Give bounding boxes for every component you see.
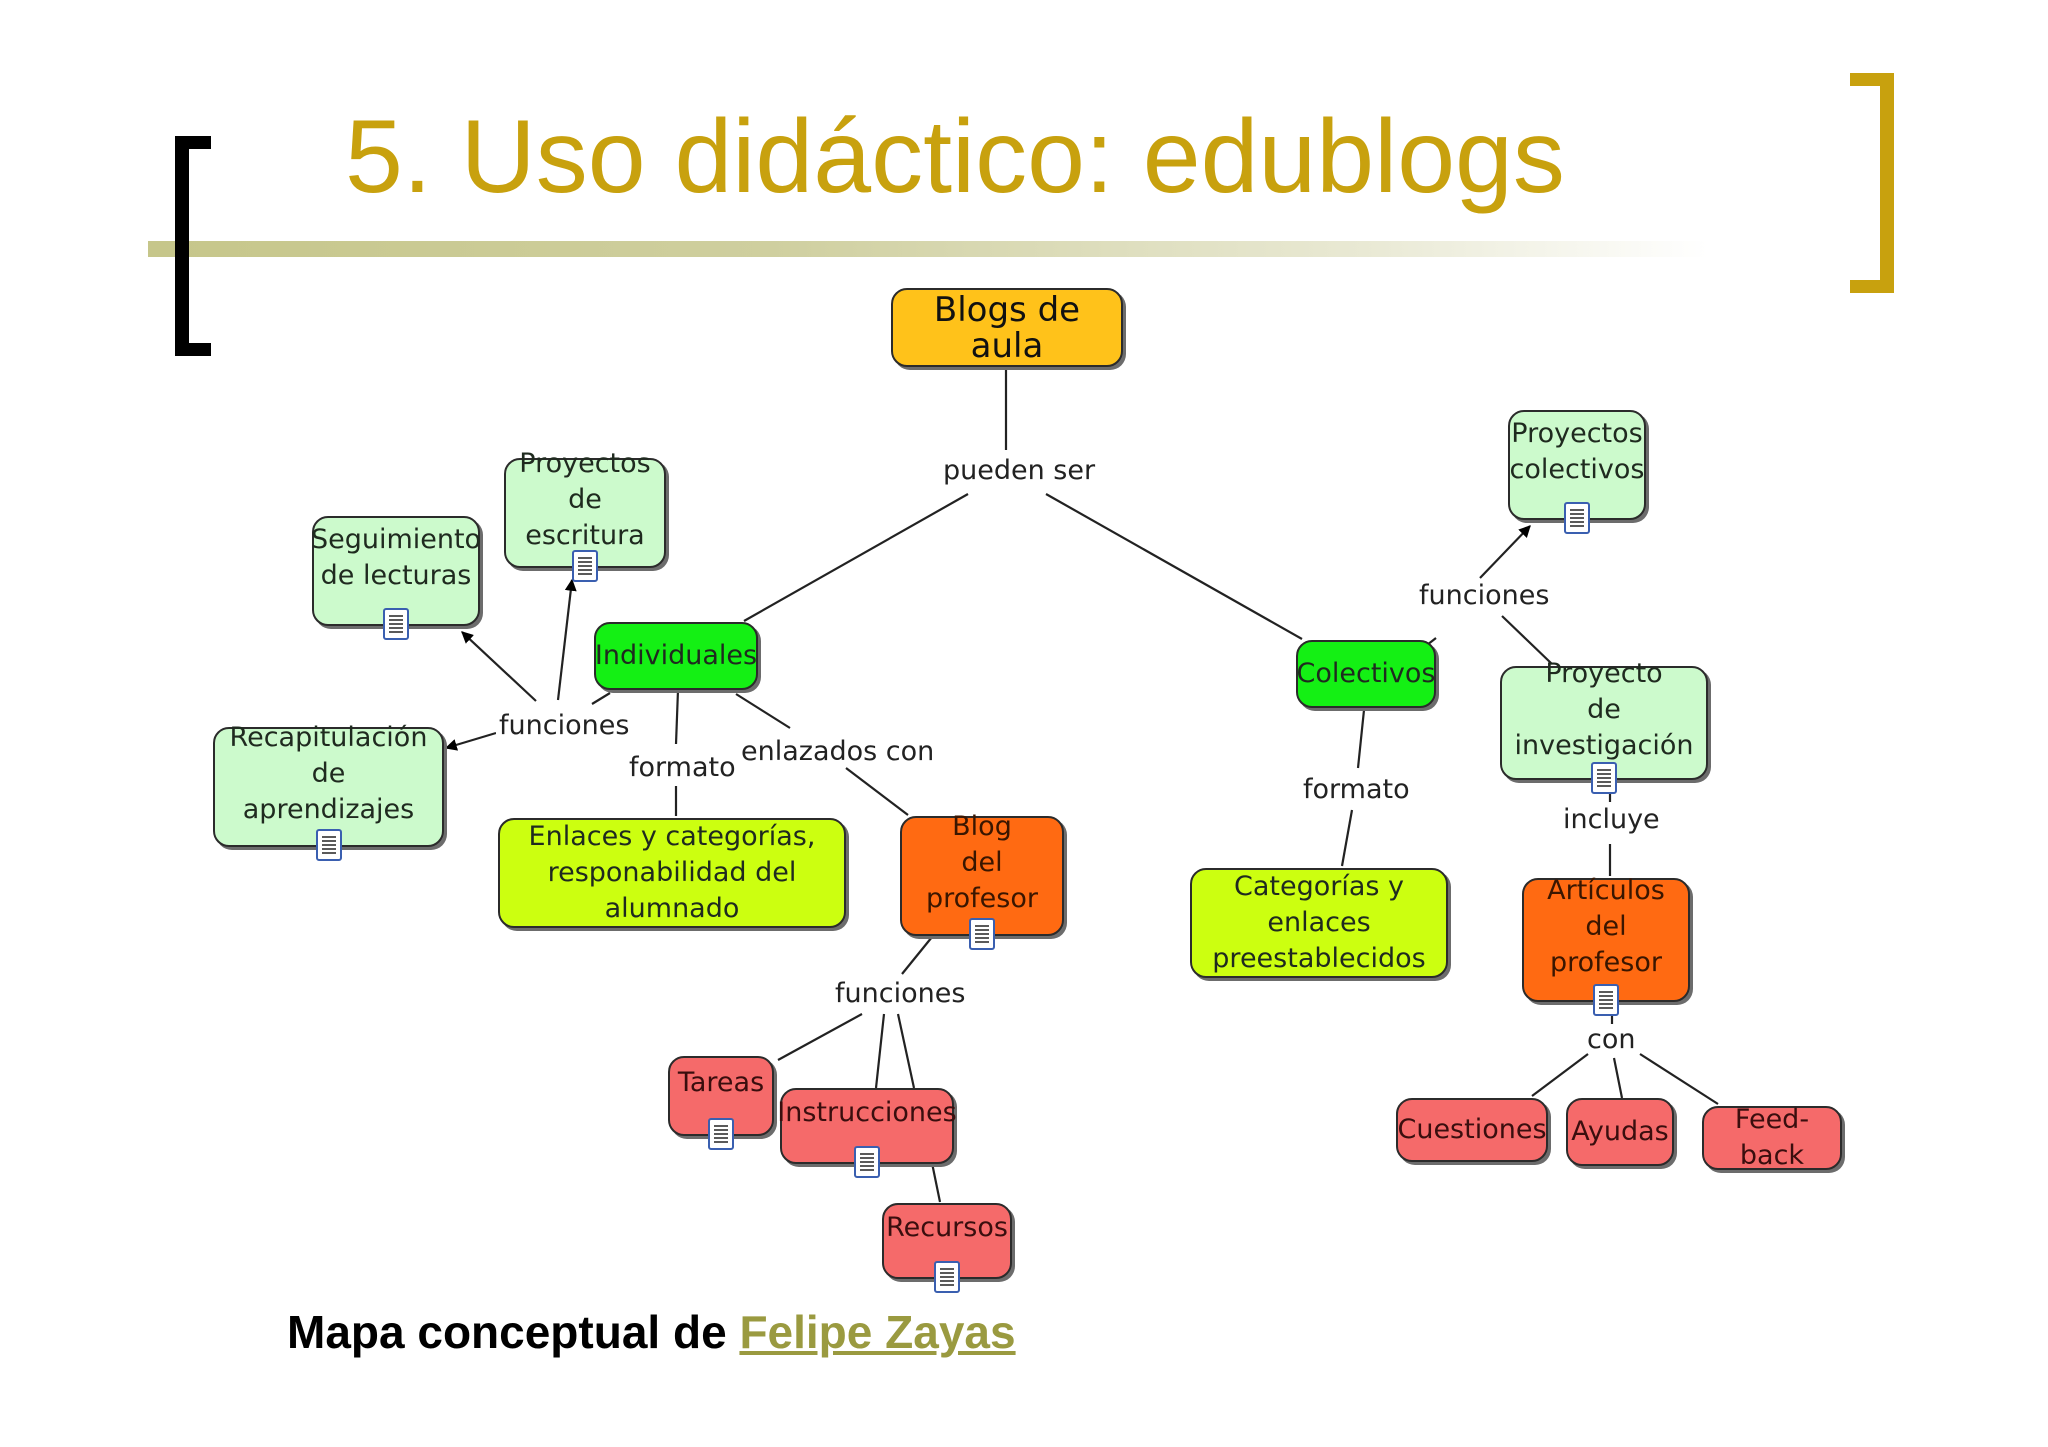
node-colectivos: Colectivos [1296, 640, 1436, 708]
caption-prefix: Mapa conceptual de [287, 1306, 740, 1358]
connector-con-ayudas [1612, 1057, 1624, 1099]
link-label-con: con [1584, 1026, 1639, 1053]
arrow-funciones-recapitulacion [444, 731, 497, 751]
document-icon[interactable] [383, 608, 409, 640]
connector-colectivos-formato [1356, 709, 1366, 769]
connector-instrucciones-recursos [930, 1162, 942, 1203]
connector-formato-categorias [1340, 809, 1354, 867]
node-enlaces-categorias: Enlaces y categorías, responabilidad del… [498, 818, 846, 928]
node-individuales: Individuales [594, 622, 758, 690]
connector-pueden-ser-individuales [743, 493, 969, 622]
connector-funciones-proyecto-investigacion [1501, 615, 1553, 665]
node-categorias-enlaces: Categorías y enlaces preestablecidos [1190, 868, 1448, 978]
link-label-funciones-blog-profesor: funciones [832, 980, 969, 1007]
link-label-incluye: incluye [1560, 806, 1663, 833]
connector-funciones-tareas [777, 1013, 863, 1061]
author-link[interactable]: Felipe Zayas [739, 1306, 1016, 1358]
map-caption: Mapa conceptual de Felipe Zayas [287, 1305, 1016, 1359]
connector-pueden-ser-colectivos [1045, 493, 1303, 640]
link-label-enlazados-con: enlazados con [738, 738, 938, 765]
left-bracket-decoration [175, 136, 211, 356]
node-blogs-de-aula: Blogs de aula [891, 288, 1123, 367]
node-proyectos-colectivos: Proyectos colectivos [1508, 410, 1646, 534]
link-label-funciones: funciones [496, 712, 633, 739]
arrow-funciones-seguimiento [461, 631, 537, 702]
document-icon[interactable] [708, 1118, 734, 1150]
node-articulos-profesor: Artículos del profesor [1522, 875, 1690, 1016]
right-bracket-decoration [1850, 73, 1894, 293]
connector-individuales-funciones [591, 692, 611, 705]
node-proyectos-escritura: Proyectos de escritura [504, 448, 666, 582]
connector-con-feedback [1639, 1053, 1719, 1105]
document-icon[interactable] [1564, 502, 1590, 534]
node-seguimiento-lecturas: Seguimiento de lecturas [311, 516, 481, 640]
link-label-pueden-ser: pueden ser [940, 457, 1099, 484]
connector-funciones-instrucciones-a [874, 1013, 886, 1089]
document-icon[interactable] [1593, 984, 1619, 1016]
document-icon[interactable] [1591, 762, 1617, 794]
node-proyecto-investigacion: Proyecto de investigación [1500, 658, 1708, 794]
node-instrucciones: Instrucciones [777, 1088, 957, 1178]
connector-blog-profesor-funciones [901, 936, 933, 975]
arrow-funciones-proyectos-escritura [556, 578, 577, 701]
slide-title: 5. Uso didáctico: edublogs [345, 99, 1565, 215]
document-icon[interactable] [934, 1261, 960, 1293]
node-blog-del-profesor: Blog del profesor [900, 811, 1064, 950]
connector-con-cuestiones [1531, 1053, 1589, 1097]
document-icon[interactable] [854, 1146, 880, 1178]
link-label-formato-colectivos: formato [1300, 776, 1413, 803]
connector-funciones-instrucciones-b [896, 1013, 916, 1089]
node-cuestiones: Cuestiones [1396, 1098, 1548, 1162]
connector-enlazados-blog-profesor [845, 767, 909, 816]
link-label-funciones-colectivos: funciones [1416, 582, 1553, 609]
link-label-formato: formato [626, 754, 739, 781]
node-ayudas: Ayudas [1566, 1098, 1674, 1166]
title-underline [148, 241, 1708, 257]
document-icon[interactable] [969, 918, 995, 950]
node-tareas: Tareas [668, 1056, 774, 1150]
node-feedback: Feed-back [1702, 1104, 1842, 1171]
arrow-funciones-proyectos-colectivos [1479, 525, 1531, 579]
connector-individuales-enlazados [735, 693, 791, 729]
node-recursos: Recursos [882, 1203, 1012, 1293]
document-icon[interactable] [315, 829, 342, 861]
node-recapitulacion-aprendizajes: Recapitulación de aprendizajes [213, 722, 444, 861]
connector-individuales-formato [674, 689, 680, 745]
document-icon[interactable] [572, 550, 598, 582]
